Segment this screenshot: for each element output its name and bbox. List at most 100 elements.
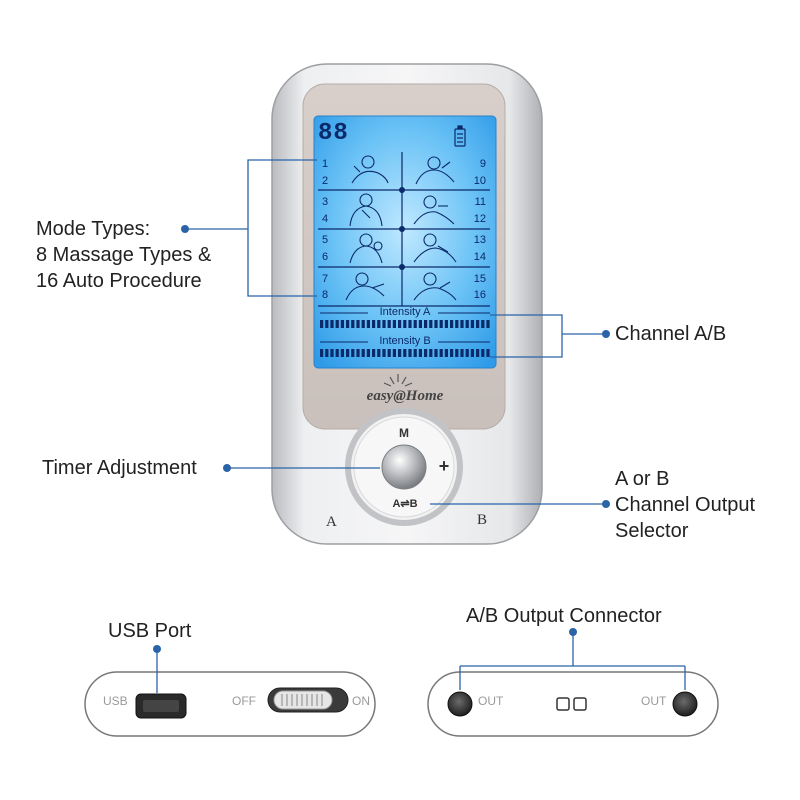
on-label: ON — [352, 694, 370, 708]
intensity-segment — [340, 320, 344, 328]
mode-number-left: 6 — [322, 251, 329, 263]
intensity-segment — [413, 349, 417, 357]
brand-logo: easy@Home — [366, 388, 444, 404]
battery-icon — [454, 125, 466, 147]
power-switch-knob — [273, 690, 333, 710]
mode-number-right: 10 — [473, 175, 486, 187]
jack-a-label: A — [326, 514, 337, 530]
pictogram-foot — [413, 272, 457, 301]
intensity-segment — [335, 320, 339, 328]
intensity-segment — [424, 320, 428, 328]
intensity-segment — [387, 349, 391, 357]
intensity-segment — [465, 349, 469, 357]
intensity-segment — [434, 349, 438, 357]
intensity-segment — [465, 320, 469, 328]
intensity-segment — [320, 320, 324, 328]
intensity-segment — [429, 349, 433, 357]
mode-types-line-2: 8 Massage Types & — [36, 244, 212, 266]
intensity-segment — [408, 320, 412, 328]
mode-number-right: 14 — [473, 251, 486, 263]
mode-types-line-1: Mode Types: — [36, 218, 151, 240]
mode-number-left: 4 — [322, 213, 329, 225]
intensity-segment — [439, 349, 443, 357]
intensity-segment — [325, 349, 329, 357]
output-jack-right-icon — [672, 691, 698, 717]
intensity-segment — [460, 320, 464, 328]
jack-b-label: B — [477, 512, 488, 528]
leader-lines — [156, 159, 686, 693]
side-view-right-panel — [427, 671, 719, 737]
mode-number-right: 12 — [473, 213, 486, 225]
intensity-segment — [418, 349, 422, 357]
usb-port-callout: USB Port — [108, 620, 192, 642]
intensity-segment — [366, 320, 370, 328]
pictogram-waist — [413, 195, 455, 225]
timer-callout: Timer Adjustment — [42, 457, 197, 479]
intensity-segments-b — [320, 349, 490, 357]
mode-number-left: 3 — [322, 196, 329, 208]
intensity-segment — [481, 349, 485, 357]
intensity-segment — [455, 320, 459, 328]
mode-number-left: 8 — [322, 289, 329, 301]
output-selector-line-2: Channel Output — [615, 494, 756, 516]
intensity-segment — [470, 349, 474, 357]
intensity-segment — [392, 349, 396, 357]
channel-select-button[interactable]: A⇌B — [392, 498, 418, 510]
pictogram-head — [415, 156, 455, 185]
output-selector-line-1: A or B — [615, 468, 670, 490]
intensity-segment — [340, 349, 344, 357]
intensity-segment — [460, 349, 464, 357]
intensity-segment — [377, 349, 381, 357]
mode-types-line-3: 16 Auto Procedure — [36, 270, 202, 292]
brand-logo-icon — [383, 374, 413, 387]
output-selector-callout: A or B Channel Output Selector — [615, 466, 785, 544]
usb-label: USB — [103, 694, 128, 708]
intensity-segment — [439, 320, 443, 328]
intensity-segment — [361, 320, 365, 328]
leader-dots — [153, 225, 610, 653]
channel-ab-callout: Channel A/B — [615, 323, 727, 345]
pictogram-neck — [351, 155, 389, 184]
intensity-segment — [346, 349, 350, 357]
pictogram-arm — [345, 272, 385, 301]
intensity-segment — [455, 349, 459, 357]
timer-button[interactable] — [382, 445, 426, 489]
out-left-label: OUT — [478, 694, 504, 708]
pictogram-shoulder — [349, 233, 383, 264]
massage-pictograms — [345, 155, 457, 301]
mode-number-right: 15 — [473, 273, 486, 285]
intensity-segment — [398, 320, 402, 328]
intensity-segment — [392, 320, 396, 328]
intensity-segment — [486, 349, 490, 357]
intensity-segment — [403, 320, 407, 328]
intensity-segment — [444, 349, 448, 357]
intensity-segment — [470, 320, 474, 328]
center-knob — [381, 444, 427, 490]
intensity-segment — [476, 349, 480, 357]
intensity-segment — [403, 349, 407, 357]
plus-button[interactable]: + — [438, 456, 450, 476]
intensity-segment — [444, 320, 448, 328]
display-digits: 88 — [318, 120, 349, 147]
mode-number-left: 5 — [322, 234, 329, 246]
intensity-segment — [418, 320, 422, 328]
mode-number-left: 7 — [322, 273, 329, 285]
intensity-segment — [408, 349, 412, 357]
mode-number-right: 9 — [479, 158, 486, 170]
intensity-segment — [356, 320, 360, 328]
leader-output-connector — [459, 632, 686, 690]
intensity-segment — [351, 320, 355, 328]
intensity-b-label: Intensity B — [379, 335, 431, 347]
intensity-segment — [346, 320, 350, 328]
output-connector-callout: A/B Output Connector — [466, 605, 662, 627]
intensity-segment — [424, 349, 428, 357]
intensity-segment — [398, 349, 402, 357]
mode-button[interactable]: M — [399, 426, 409, 440]
indicator-squares-icon — [556, 697, 587, 711]
pictogram-back — [349, 193, 383, 227]
intensity-segment — [382, 349, 386, 357]
intensity-segment — [372, 349, 376, 357]
intensity-a-label: Intensity A — [379, 306, 431, 318]
intensity-segment — [372, 320, 376, 328]
